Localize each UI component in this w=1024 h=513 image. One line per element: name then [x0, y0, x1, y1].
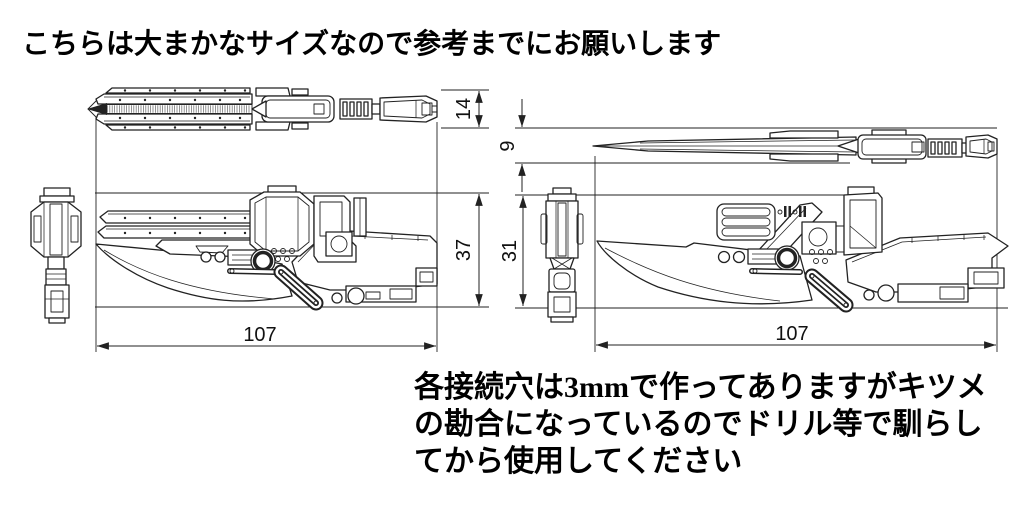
dim-label-blade-height-sword: 9 [497, 140, 519, 151]
dim-label-side-height-gun: 37 [453, 239, 475, 261]
sword-mode-dim-107: 107 [596, 323, 996, 349]
sword-mode-dim-9: 9 [497, 99, 526, 192]
bottom-note-line2: の勘合になっているのでドリル等で馴らし [414, 408, 983, 441]
rivet-dots [118, 89, 247, 129]
dim-label-length-gun: 107 [243, 324, 276, 346]
gun-mode-dim-14: 14 [453, 91, 483, 127]
sword-mode-front-view [540, 187, 584, 323]
sword-mode-side-view [596, 186, 1009, 313]
gun-mode-top-view [87, 87, 438, 131]
gun-mode-strut [273, 264, 324, 311]
sword-mode-strut [804, 268, 854, 313]
sword-mode-views: 9 31 107 [497, 99, 1009, 352]
gun-mode-side-view [95, 185, 438, 311]
bottom-note: 各接続穴は3mmで作ってありますがキツメ の勘合になっているのでドリル等で馴らし… [414, 369, 987, 480]
rail-dots [123, 216, 247, 235]
dim-label-side-height-sword: 31 [499, 240, 521, 262]
gun-mode-front-view [30, 187, 82, 324]
bottom-note-line3: てから使用してください [414, 445, 743, 478]
dim-label-length-sword: 107 [775, 323, 808, 345]
receiver-marking [777, 206, 806, 217]
gun-mode-dim-107: 107 [97, 324, 436, 350]
sword-mode-top-view [592, 129, 998, 164]
top-note: こちらは大まかなサイズなので参考までにお願いします [22, 29, 722, 60]
sword-mode-dim-31: 31 [499, 196, 527, 306]
gun-mode-dim-37: 37 [453, 194, 483, 306]
gun-mode-views: 14 37 107 [30, 87, 489, 352]
bottom-note-line1: 各接続穴は3mmで作ってありますがキツメ [414, 371, 987, 404]
dim-label-top-height-gun: 14 [453, 98, 475, 120]
